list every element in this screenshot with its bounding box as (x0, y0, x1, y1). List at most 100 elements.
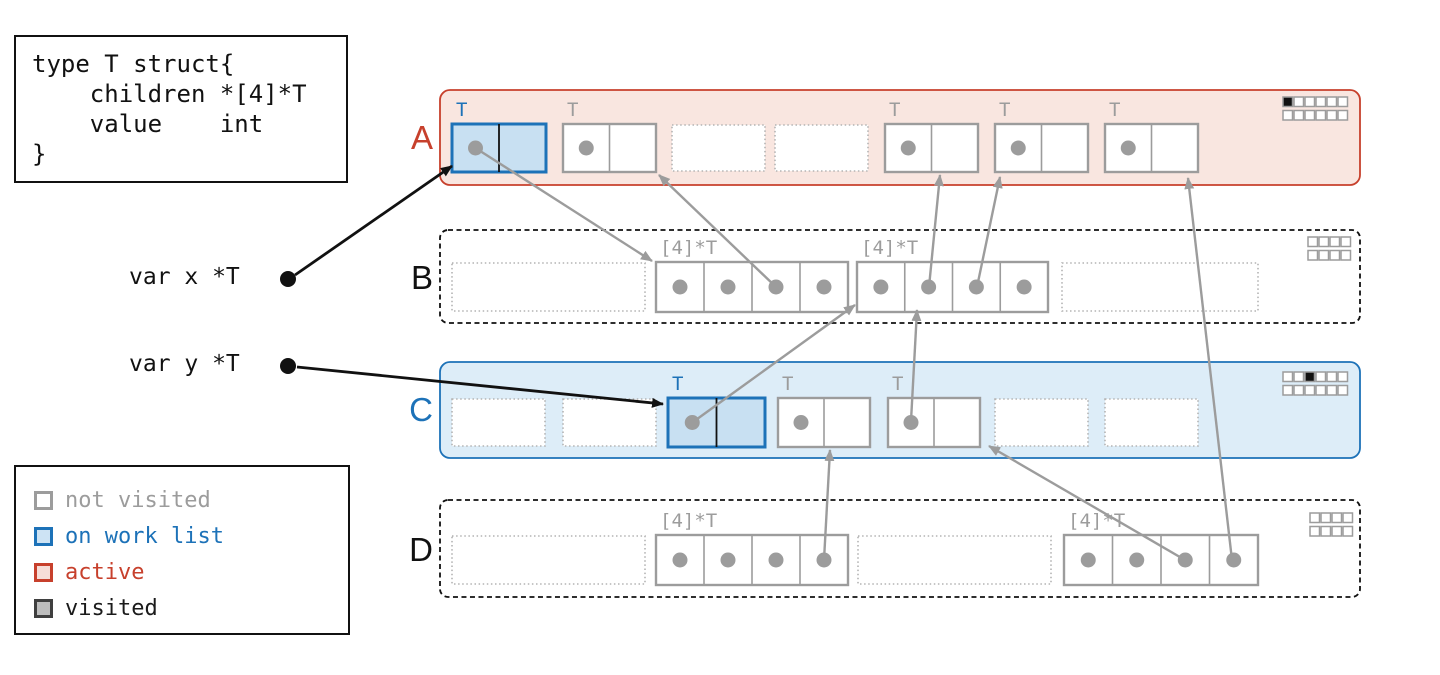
object-type-label: T (892, 373, 903, 395)
pointer-arrow-B-arr2c2-to-A-obj5 (927, 174, 944, 288)
bitmap-cell (1318, 236, 1330, 248)
legend-item-on-work-list: on work list (34, 518, 348, 554)
bitmap-cell (1293, 371, 1305, 383)
free-slot (1061, 262, 1259, 312)
legend-item-active: active (34, 554, 348, 590)
bitmap-cell (1337, 384, 1349, 396)
bitmap-cell (1282, 371, 1294, 383)
legend-item-visited: visited (34, 590, 348, 626)
pointer-field-dot (720, 552, 736, 568)
on-work-list-swatch-icon (34, 526, 53, 546)
object-type-label: T (782, 373, 793, 395)
legend-label: not visited (65, 487, 211, 513)
pointer-field-dot (720, 279, 736, 295)
bitmap-cell (1329, 236, 1341, 248)
object-type-label: T (999, 99, 1010, 121)
bitmap-cell (1315, 96, 1327, 108)
bitmap-cell (1293, 384, 1305, 396)
bitmap-cell (1315, 371, 1327, 383)
bitmap-cell (1326, 109, 1338, 121)
pointer-field-dot (1080, 552, 1096, 568)
bitmap-cell (1304, 371, 1316, 383)
bitmap-cell (1318, 249, 1330, 261)
pointer-arrow-C-obj3-to-B-arr2 (692, 304, 856, 423)
legend-item-not-visited: not visited (34, 482, 348, 518)
bitmap-cell (1340, 249, 1352, 261)
pointer-field-dot (672, 552, 688, 568)
pointer-field-dot (968, 279, 984, 295)
object-type-label: [4]*T (660, 237, 717, 259)
bitmap-cell (1309, 525, 1321, 537)
bitmap-cell (1307, 249, 1319, 261)
bitmap-cell (1340, 236, 1352, 248)
pointer-field-dot (816, 279, 832, 295)
bitmap-cell (1304, 384, 1316, 396)
bitmap-cell (1342, 525, 1354, 537)
pointer-arrow-D-arr1c4-to-C-obj4 (822, 449, 835, 561)
bitmap-cell (1331, 525, 1343, 537)
pointer-field-dot (903, 415, 919, 430)
var-x-dot (280, 271, 296, 287)
pointer-arrow-C-obj5-to-B-arr2 (909, 309, 922, 422)
code-line: value int (32, 110, 264, 138)
free-slot (1104, 398, 1199, 447)
free-slot (451, 535, 646, 585)
code-line: } (32, 140, 47, 168)
pointer-field-dot (1016, 279, 1032, 295)
pointer-field-dot (921, 279, 937, 295)
bitmap-cell (1337, 371, 1349, 383)
bitmap-cell (1329, 249, 1341, 261)
bitmap-cell (1304, 109, 1316, 121)
legend: not visited on work list active visited (14, 465, 350, 635)
bitmap-cell (1326, 96, 1338, 108)
free-slot (671, 124, 766, 172)
var-y-dot (280, 358, 296, 374)
pointer-arrow-D-arr2c3-to-C-obj5 (988, 444, 1186, 562)
pointer-field-dot (1177, 552, 1193, 568)
pointer-arrow-B-arr2c3-to-A-obj6 (975, 176, 1003, 288)
heap-B-mark-bitmap (1307, 236, 1352, 261)
legend-label: visited (65, 595, 158, 621)
bitmap-cell (1326, 371, 1338, 383)
heap-A-label: A (411, 119, 433, 156)
pointer-field-dot (1226, 552, 1242, 568)
visited-swatch-icon (34, 598, 53, 618)
heap-D-mark-bitmap (1309, 512, 1354, 537)
pointer-field-dot (1129, 552, 1145, 568)
pointer-field-dot (468, 140, 483, 156)
bitmap-cell (1282, 109, 1294, 121)
legend-label: on work list (65, 523, 224, 549)
object-type-label: T (456, 99, 467, 121)
bitmap-cell (1342, 512, 1354, 524)
heap-D-label: D (409, 531, 433, 568)
bitmap-cell (1315, 109, 1327, 121)
code-line: type T struct{ (32, 50, 235, 78)
active-swatch-icon (34, 562, 53, 582)
heap-span-B: B[4]*T[4]*T (411, 229, 1361, 324)
bitmap-cell (1337, 109, 1349, 121)
bitmap-cell (1337, 96, 1349, 108)
pointer-arrow-B-arr1c3-to-A-obj2 (658, 174, 777, 288)
pointer-arrow-A-obj1-to-B-arr1 (476, 147, 653, 263)
heap-C-mark-bitmap (1282, 371, 1349, 396)
not-visited-swatch-icon (34, 490, 53, 510)
pointer-field-dot (793, 415, 809, 430)
pointer-field-dot (900, 140, 916, 156)
heap-C-label: C (409, 391, 433, 428)
bitmap-cell (1326, 384, 1338, 396)
free-slot (774, 124, 869, 172)
heap-span-D: D[4]*T[4]*T (409, 499, 1361, 598)
pointer-arrow-var-y-to-C-obj3 (296, 365, 664, 408)
bitmap-cell (1304, 96, 1316, 108)
object-type-label: [4]*T (1068, 510, 1125, 532)
object-type-label: [4]*T (861, 237, 918, 259)
object-type-label: T (1109, 99, 1120, 121)
object-type-label: T (567, 99, 578, 121)
pointer-field-dot (578, 140, 594, 156)
heap-A-mark-bitmap (1282, 96, 1349, 121)
free-slot (857, 535, 1052, 585)
free-slot (451, 262, 646, 312)
pointer-field-dot (768, 552, 784, 568)
